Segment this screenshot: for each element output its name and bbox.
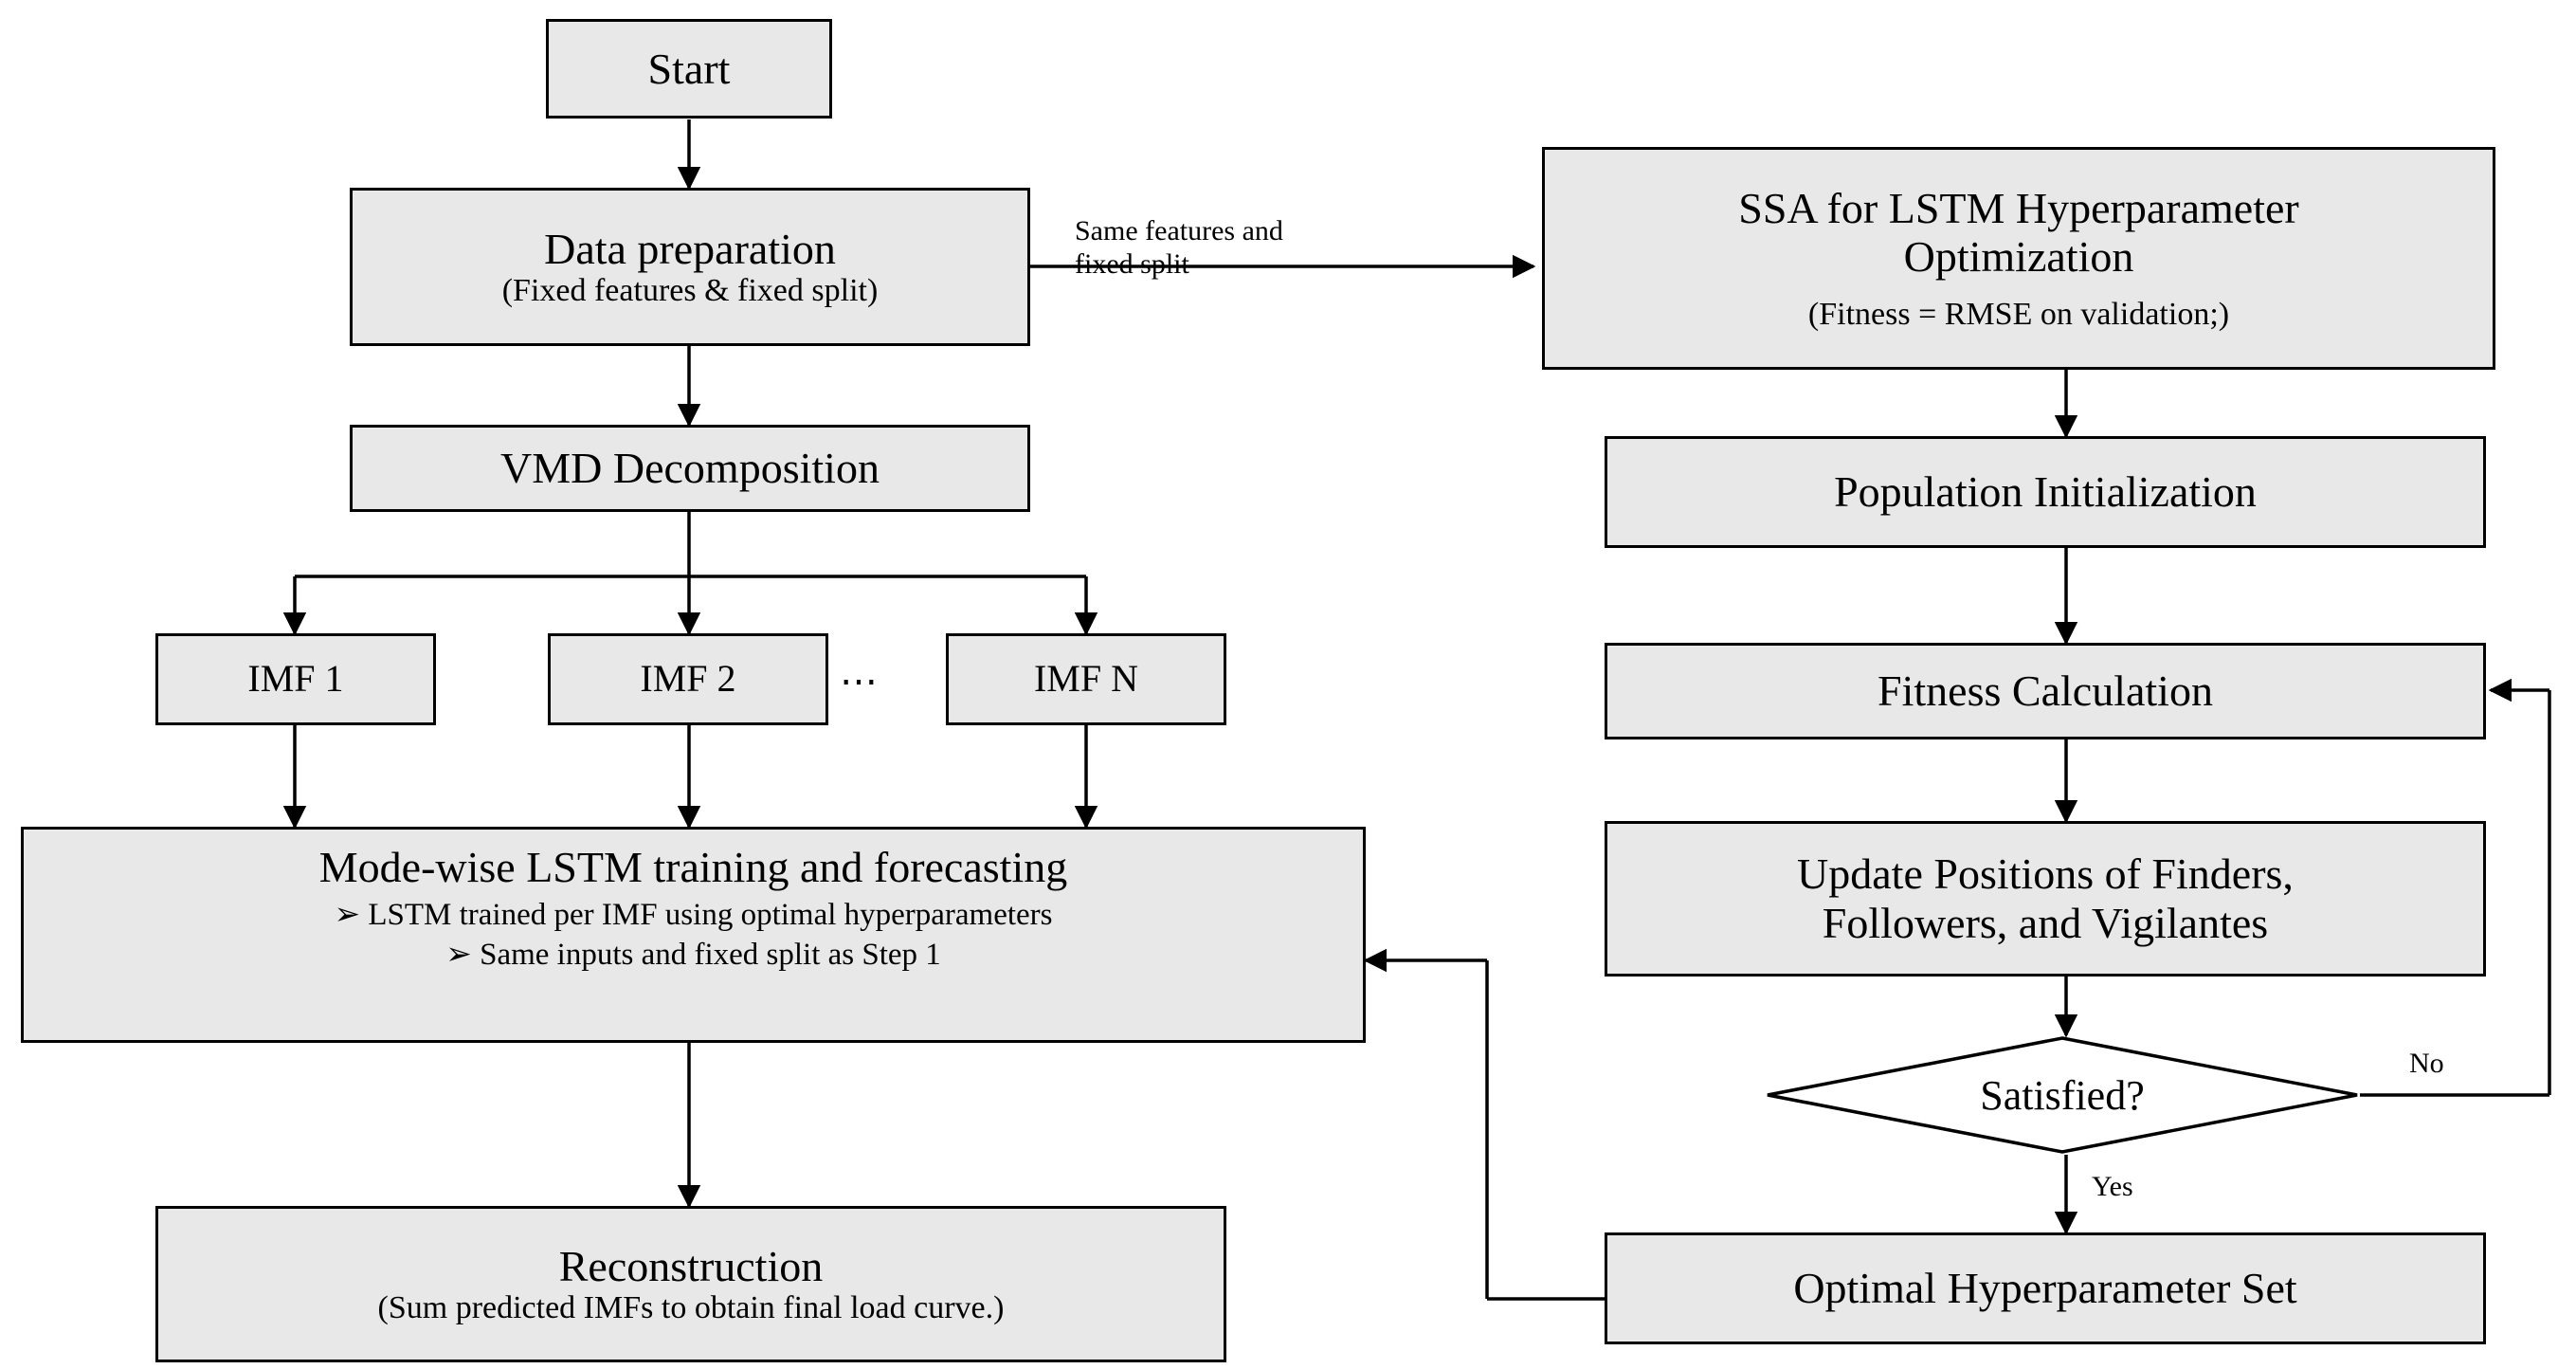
node-update-positions-label-line-1: Update Positions of Finders, bbox=[1797, 849, 2294, 899]
node-optimal-hyperparameter-set-label: Optimal Hyperparameter Set bbox=[1793, 1264, 2297, 1313]
node-ssa-optimization-sublabel: (Fitness = RMSE on validation;) bbox=[1807, 296, 2230, 332]
node-population-initialization-label: Population Initialization bbox=[1834, 467, 2257, 517]
node-ssa-optimization-label-line-1: SSA for LSTM Hyperparameter bbox=[1738, 183, 2299, 232]
node-mode-wise-lstm-label: Mode-wise LSTM training and forecasting bbox=[318, 843, 1068, 891]
edge-label-same-features-line-2: fixed split bbox=[1075, 247, 1189, 280]
node-reconstruction-label: Reconstruction bbox=[558, 1241, 824, 1290]
edge-label-no: No bbox=[2409, 1048, 2444, 1079]
node-reconstruction[interactable]: Reconstruction (Sum predicted IMFs to ob… bbox=[155, 1206, 1226, 1362]
edge-label-same-features-line-1: Same features and bbox=[1075, 215, 1283, 246]
node-mode-wise-lstm-bullet-1: ➢ LSTM trained per IMF using optimal hyp… bbox=[334, 897, 1053, 932]
node-start-label: Start bbox=[647, 44, 731, 93]
node-data-preparation-sublabel: (Fixed features & fixed split) bbox=[501, 273, 879, 309]
node-imf-n[interactable]: IMF N bbox=[946, 633, 1226, 725]
node-start[interactable]: Start bbox=[546, 19, 832, 119]
node-update-positions[interactable]: Update Positions of Finders, Followers, … bbox=[1605, 821, 2486, 977]
diamond-shape bbox=[1767, 1036, 2358, 1154]
node-population-initialization[interactable]: Population Initialization bbox=[1605, 436, 2486, 548]
node-satisfied-decision-label: Satisfied? bbox=[1980, 1071, 2145, 1119]
node-data-preparation-label: Data preparation bbox=[544, 224, 836, 273]
node-update-positions-label-line-2: Followers, and Vigilantes bbox=[1822, 899, 2269, 947]
node-mode-wise-lstm-bullet-2: ➢ Same inputs and fixed split as Step 1 bbox=[445, 938, 941, 973]
node-reconstruction-sublabel: (Sum predicted IMFs to obtain final load… bbox=[377, 1290, 1005, 1326]
node-imf-2-label: IMF 2 bbox=[640, 657, 736, 701]
node-imf-n-label: IMF N bbox=[1033, 657, 1139, 701]
node-fitness-calculation[interactable]: Fitness Calculation bbox=[1605, 643, 2486, 739]
node-data-preparation[interactable]: Data preparation (Fixed features & fixed… bbox=[350, 188, 1030, 346]
node-ssa-optimization-label-line-2: Optimization bbox=[1903, 232, 2134, 282]
node-mode-wise-lstm[interactable]: Mode-wise LSTM training and forecasting … bbox=[21, 827, 1366, 1043]
node-vmd-decomposition[interactable]: VMD Decomposition bbox=[350, 425, 1030, 512]
node-optimal-hyperparameter-set[interactable]: Optimal Hyperparameter Set bbox=[1605, 1232, 2486, 1344]
node-ssa-optimization[interactable]: SSA for LSTM Hyperparameter Optimization… bbox=[1542, 147, 2495, 370]
node-imf-2[interactable]: IMF 2 bbox=[548, 633, 828, 725]
edge-label-yes: Yes bbox=[2092, 1171, 2133, 1202]
node-fitness-calculation-label: Fitness Calculation bbox=[1878, 666, 2213, 716]
edge-label-same-features: Same features and fixed split bbox=[1075, 215, 1283, 281]
imf-ellipsis-label: ⋯ bbox=[840, 660, 880, 703]
node-imf-1-label: IMF 1 bbox=[247, 657, 344, 701]
node-satisfied-decision[interactable]: Satisfied? bbox=[1765, 1035, 2360, 1155]
node-vmd-decomposition-label: VMD Decomposition bbox=[500, 444, 880, 493]
node-imf-1[interactable]: IMF 1 bbox=[155, 633, 436, 725]
